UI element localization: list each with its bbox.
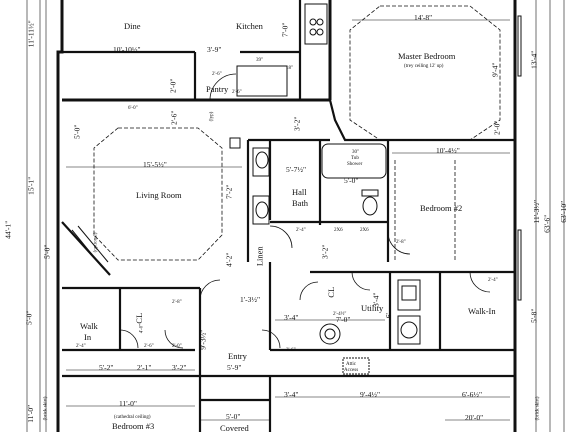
interior-walls xyxy=(61,0,515,432)
dim-rear-c: 6'-6½" xyxy=(462,390,483,399)
dim-hall-offset: 3'-2" xyxy=(292,116,302,131)
dimension-lines xyxy=(26,0,565,432)
dim-closet-door-2-8: 2'-8" xyxy=(396,240,406,245)
lyp-label: (lyp) xyxy=(209,111,215,122)
room-label-covered: Covered xyxy=(220,423,249,433)
dim-walk-in-vertical: 5'-8" xyxy=(529,308,539,323)
dim-rear-a: 3'-4" xyxy=(284,390,299,399)
dim-bedroom2-right-vertical: 11'-3½" xyxy=(532,199,542,224)
dim-hall-3-4: 3'-4" xyxy=(284,313,299,322)
dim-hall-vertical-2: 3'-2" xyxy=(320,244,330,259)
dim-closet-2-6: 2'-6" xyxy=(144,344,154,349)
brick-skirt-left: (brick skirt) xyxy=(43,396,49,421)
room-label-hall: Hall xyxy=(292,187,307,197)
room-label-walk-in-right: Walk-In xyxy=(468,306,496,316)
dim-utility-vertical: 3'-4" xyxy=(371,292,381,307)
room-label-master-bedroom: Master Bedroom xyxy=(398,51,456,61)
dim-entry-vertical: 9'-3½" xyxy=(198,329,208,350)
dim-bed3-c: 3'-2" xyxy=(172,363,187,372)
dim-pantry-door: 2'-6" xyxy=(212,72,222,77)
tub-label: Tub xyxy=(351,156,359,161)
door-swings xyxy=(119,73,491,349)
dim-master-right-vertical: 9'-4" xyxy=(490,62,500,77)
dim-living-outer-left: 15'-1" xyxy=(26,176,36,195)
room-label-pantry: Pantry xyxy=(206,84,229,94)
tub-size-label: 30" xyxy=(352,150,360,155)
room-label-utility: Utility xyxy=(361,303,384,313)
fixtures xyxy=(71,3,522,375)
optional-label: (optional) xyxy=(93,232,99,253)
room-label-entry: Entry xyxy=(228,351,247,361)
closet-label-left: CL xyxy=(134,312,145,324)
room-label-in: In xyxy=(84,332,92,342)
shower-label: Shower xyxy=(347,162,363,167)
dim-door-2-8-b: 2'-8" xyxy=(172,300,182,305)
room-label-kitchen: Kitchen xyxy=(236,21,263,31)
dim-closet-2-4: 2'-4" xyxy=(76,344,86,349)
room-label-bath: Bath xyxy=(292,198,309,208)
brick-skirt-right: (brick skirt) xyxy=(535,396,541,421)
dim-outer-right-mid: 63'-6" xyxy=(542,214,552,233)
dim-dine-width: 10'-10½" xyxy=(113,45,141,54)
dim-bedroom2-width: 10'-4½" xyxy=(436,146,460,155)
dim-bed3-a: 5'-2" xyxy=(99,363,114,372)
dim-left-walk-vertical: 5'-0" xyxy=(24,310,34,325)
dim-living-left-vertical: 5'-0" xyxy=(72,124,82,139)
dim-closet-2-0: 2'-0" xyxy=(172,344,182,349)
dim-master-lower-vertical: 2'-0" xyxy=(492,120,502,135)
dim-hall-2-4-b: 2'-4½" xyxy=(333,312,347,317)
room-label-bedroom-3: Bedroom #3 xyxy=(112,421,155,431)
dim-bed3-b: 2'-1" xyxy=(137,363,152,372)
dim-counter-39: 39" xyxy=(256,58,264,63)
dim-linen-vertical: 4'-2" xyxy=(224,252,234,267)
dim-entry-offset: 1'-3½" xyxy=(240,295,261,304)
dim-top-left-vertical: 11'-11½" xyxy=(26,20,36,48)
attic-access-label: Access xyxy=(344,368,359,373)
room-label-linen: Linen xyxy=(254,246,265,267)
dim-covered-width: 5'-0" xyxy=(226,412,241,421)
dim-utility-side: 6' xyxy=(383,313,393,319)
dim-overall-left: 44'-1" xyxy=(3,220,13,239)
dim-bed3-width: 11'-0" xyxy=(119,399,137,408)
dim-rear-b: 9'-4½" xyxy=(360,390,381,399)
dim-hall-vertical-1: 2'-6" xyxy=(169,110,179,125)
dim-hall-2-6: 2'-6" xyxy=(286,348,296,353)
dim-sink-2x6-a: 2X6 xyxy=(334,228,343,233)
dim-master-width: 14'-8" xyxy=(414,13,433,22)
dim-bath-inner: 5'-0" xyxy=(344,176,359,185)
dim-cl-4-0: 4'-0" xyxy=(139,323,145,334)
dim-kitchen-vertical: 7'-0" xyxy=(280,22,290,37)
dim-door-2-4-a: 2'-4" xyxy=(296,228,306,233)
dim-bath-width: 5'-7½" xyxy=(286,165,307,174)
room-label-living-room: Living Room xyxy=(136,190,182,200)
dim-outer-right-far: 63'-10" xyxy=(559,200,569,223)
dim-pantry-vertical: 2'-0" xyxy=(168,78,178,93)
dim-living-width: 15'-5½" xyxy=(143,160,167,169)
room-label-dine: Dine xyxy=(124,21,141,31)
ceiling-outlines xyxy=(93,5,501,262)
dim-counter-18: 18" xyxy=(286,66,294,71)
dim-bath-vertical: 7'-2" xyxy=(224,184,234,199)
master-ceiling-note: (trey ceiling 12' up) xyxy=(404,64,444,69)
closet-label-center: CL xyxy=(326,286,337,298)
exterior-walls xyxy=(56,0,517,432)
dim-bottom-left-vertical: 11'-0" xyxy=(26,404,36,423)
bedroom3-ceiling-note: (cathedral ceiling) xyxy=(114,415,151,420)
attic-label: Attic xyxy=(346,362,356,367)
dim-utility-door: 2'-4" xyxy=(488,278,498,283)
room-label-bedroom-2: Bedroom #2 xyxy=(420,203,463,213)
dim-hall-side: 6'-0" xyxy=(128,106,138,111)
dim-utility-width: 7'-0" xyxy=(336,315,351,324)
dim-left-lower-vertical: 5'-0" xyxy=(42,244,52,259)
dim-sink-2x6-b: 2X6 xyxy=(360,228,369,233)
dim-pantry-closet: 2'-6" xyxy=(232,90,242,95)
dim-outer-right-master: 13'-4" xyxy=(529,50,539,69)
dim-entry-width: 5'-9" xyxy=(227,363,242,372)
room-label-walk: Walk xyxy=(80,321,98,331)
dim-overall-bottom: 20'-0" xyxy=(465,413,484,422)
dim-pantry-offset: 3'-9" xyxy=(207,45,222,54)
